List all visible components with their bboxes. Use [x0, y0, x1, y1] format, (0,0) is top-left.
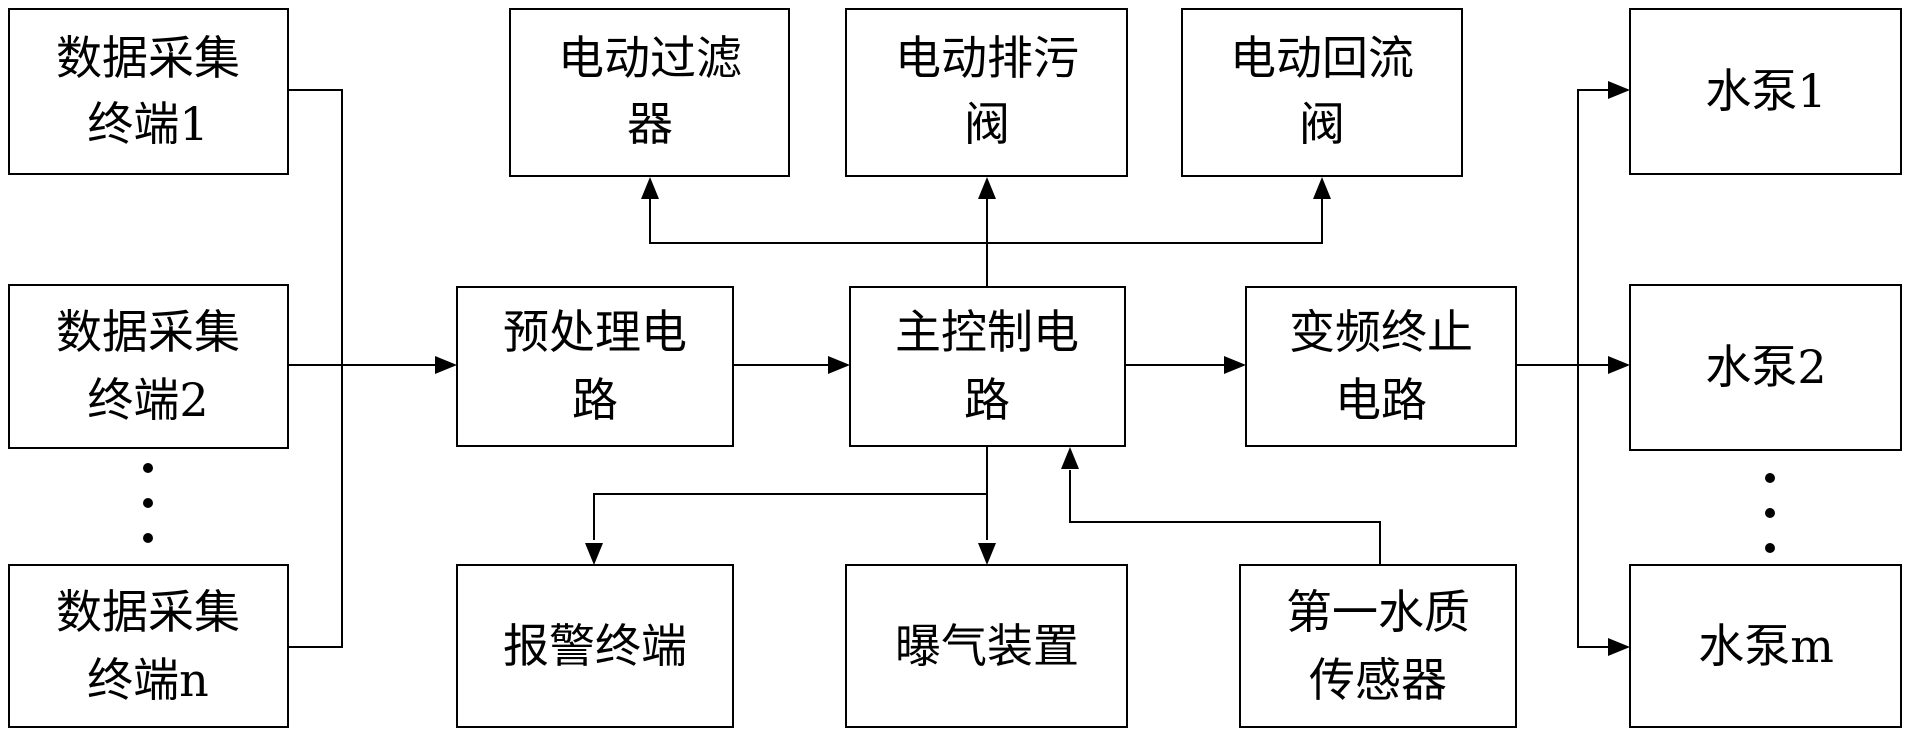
block-label: 电动过滤: [558, 31, 742, 85]
block-label: 水泵2: [1705, 340, 1826, 394]
wire-pump-bus: [1577, 89, 1608, 648]
block-label: 终端2: [87, 373, 208, 427]
block-label: 预处理电: [503, 305, 687, 359]
arrow-to-return-valve: [1313, 177, 1331, 199]
block-label: 第一水质: [1286, 585, 1470, 639]
connections: [288, 89, 1608, 648]
ellipsis-dot: [1765, 543, 1775, 553]
arrow-to-main: [828, 356, 850, 374]
arrow-to-alarm: [585, 543, 603, 565]
block-collector-2: 数据采集 终端2: [8, 284, 289, 449]
block-label: 水泵1: [1705, 64, 1826, 118]
ellipsis-dot: [143, 463, 153, 473]
block-water-quality-sensor: 第一水质 传感器: [1239, 564, 1517, 728]
block-label: 终端n: [87, 653, 209, 707]
ellipsis-dot: [143, 533, 153, 543]
ellipsis-pumps: [1765, 473, 1775, 553]
block-label: 主控制电: [895, 305, 1079, 359]
block-electric-return-valve: 电动回流 阀: [1181, 8, 1463, 177]
block-label: 水泵m: [1698, 619, 1834, 673]
arrow-to-aerator: [978, 543, 996, 565]
wire-to-alarm: [593, 493, 987, 540]
block-preprocessing-circuit: 预处理电 路: [456, 286, 734, 447]
block-pump-2: 水泵2: [1629, 284, 1902, 451]
block-pump-1: 水泵1: [1629, 8, 1902, 175]
block-pump-m: 水泵m: [1629, 564, 1902, 728]
block-label: 终端1: [87, 97, 208, 151]
ellipsis-dot: [1765, 473, 1775, 483]
arrow-to-pump1: [1608, 81, 1630, 99]
wire-collectorN: [288, 365, 343, 648]
block-label: 电动回流: [1230, 31, 1414, 85]
arrow-sensor-to-main: [1061, 447, 1079, 469]
block-label: 路: [572, 373, 618, 427]
block-label: 路: [964, 373, 1010, 427]
block-label: 曝气装置: [895, 619, 1079, 673]
ellipsis-collectors: [143, 463, 153, 543]
block-alarm-terminal: 报警终端: [456, 564, 734, 728]
block-label: 报警终端: [503, 619, 687, 673]
block-label: 电路: [1335, 373, 1427, 427]
block-collector-n: 数据采集 终端n: [8, 564, 289, 728]
ellipsis-dot: [1765, 508, 1775, 518]
block-label: 变频终止: [1289, 305, 1473, 359]
wire-valve-bus: [649, 188, 1323, 244]
wire-collector1: [288, 89, 343, 365]
arrow-to-drain-valve: [978, 177, 996, 199]
block-label: 阀: [1299, 97, 1345, 151]
block-electric-filter: 电动过滤 器: [509, 8, 790, 177]
arrow-to-pumpm: [1608, 638, 1630, 656]
block-label: 阀: [964, 97, 1010, 151]
ellipsis-dot: [143, 498, 153, 508]
arrowheads: [435, 81, 1630, 656]
block-label: 数据采集: [56, 31, 240, 85]
arrow-to-preprocess: [435, 356, 457, 374]
block-collector-1: 数据采集 终端1: [8, 8, 289, 175]
block-main-control-circuit: 主控制电 路: [849, 286, 1126, 447]
wire-sensor-feedback: [1069, 470, 1381, 565]
block-vfd-stop-circuit: 变频终止 电路: [1245, 286, 1517, 447]
block-label: 传感器: [1309, 653, 1447, 707]
block-label: 数据采集: [56, 305, 240, 359]
block-aeration-device: 曝气装置: [845, 564, 1128, 728]
block-label: 器: [627, 97, 673, 151]
arrow-to-vfd: [1224, 356, 1246, 374]
block-label: 电动排污: [895, 31, 1079, 85]
block-label: 数据采集: [56, 585, 240, 639]
arrow-to-filter: [641, 177, 659, 199]
arrow-to-pump2: [1608, 356, 1630, 374]
block-electric-drain-valve: 电动排污 阀: [845, 8, 1128, 177]
